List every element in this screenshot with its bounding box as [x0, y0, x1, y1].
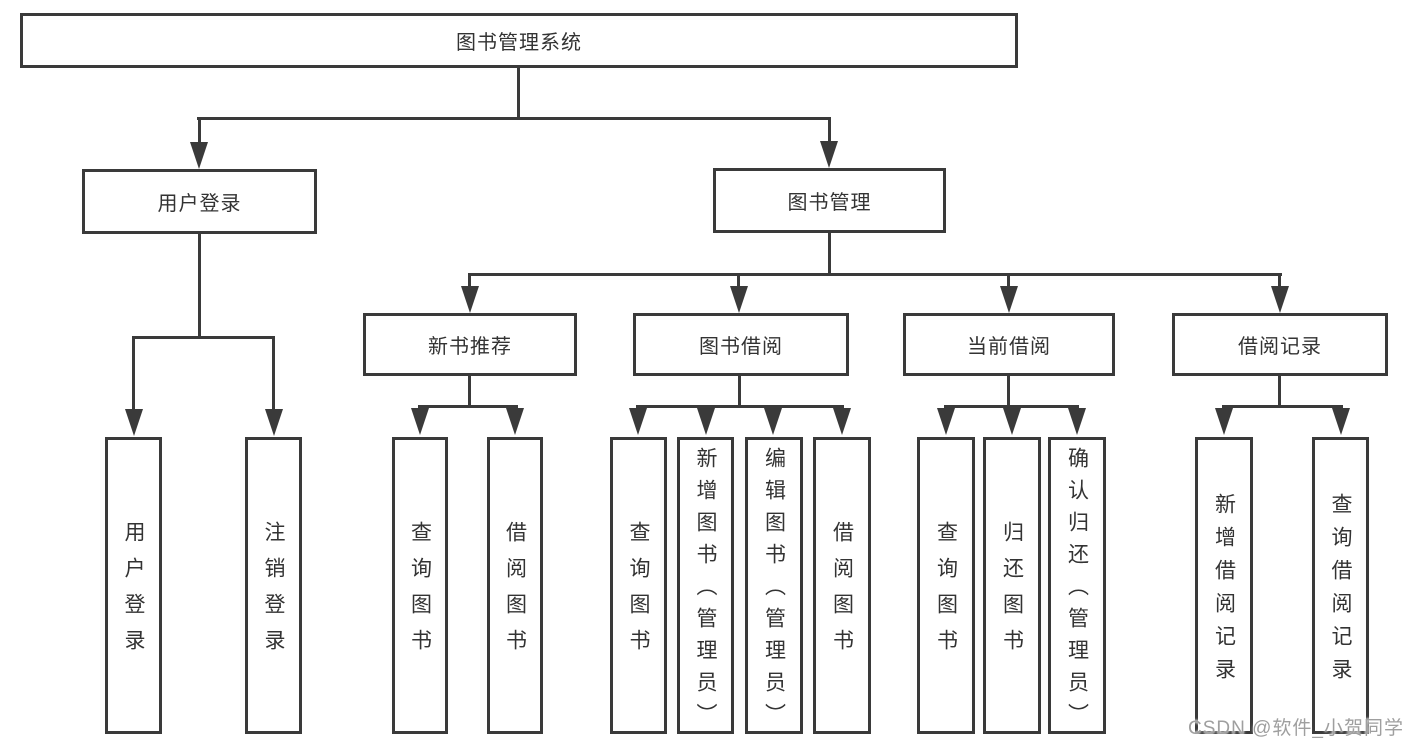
- leaf-label: 用户登录: [122, 521, 145, 665]
- connector-line: [468, 273, 471, 289]
- leaf-borrow-books-recommend: 借阅图书: [487, 437, 543, 734]
- arrowhead-down: [411, 408, 429, 435]
- connector-line: [198, 234, 201, 338]
- leaf-add-borrow-record: 新增借阅记录: [1195, 437, 1253, 734]
- leaf-label: 确认归还（管理员）: [1065, 447, 1089, 735]
- arrowhead-down: [820, 141, 838, 168]
- connector-line: [1007, 376, 1010, 407]
- leaf-label: 新增图书（管理员）: [694, 447, 717, 735]
- arrowhead-down: [1332, 408, 1350, 435]
- leaf-edit-books-admin: 编辑图书（管理员）: [745, 437, 803, 735]
- connector-line: [418, 405, 518, 408]
- leaf-logout: 注销登录: [245, 437, 302, 734]
- connector-line: [1007, 273, 1010, 289]
- leaf-label: 新增借阅记录: [1212, 492, 1236, 691]
- connector-line: [738, 376, 741, 407]
- leaf-label: 查询图书: [408, 521, 432, 665]
- node-book-borrowing: 图书借阅: [633, 313, 849, 376]
- node-book-management: 图书管理: [713, 168, 946, 233]
- leaf-return-books: 归还图书: [983, 437, 1041, 734]
- connector-line: [198, 117, 201, 144]
- leaf-label: 借阅图书: [830, 521, 854, 665]
- arrowhead-down: [1000, 286, 1018, 313]
- leaf-add-books-admin: 新增图书（管理员）: [677, 437, 734, 735]
- connector-line: [1278, 273, 1281, 289]
- node-user-login: 用户登录: [82, 169, 317, 234]
- leaf-user-login: 用户登录: [105, 437, 162, 734]
- connector-line: [197, 117, 831, 120]
- arrowhead-down: [1271, 286, 1289, 313]
- arrowhead-down: [1068, 408, 1086, 435]
- leaf-label: 查询图书: [934, 521, 958, 665]
- node-borrowing-records: 借阅记录: [1172, 313, 1388, 376]
- arrowhead-down: [764, 408, 782, 435]
- leaf-label: 查询图书: [627, 521, 650, 665]
- arrowhead-down: [1215, 408, 1233, 435]
- connector-line: [737, 273, 740, 289]
- leaf-label: 借阅图书: [503, 521, 527, 665]
- arrowhead-down: [125, 409, 143, 436]
- leaf-label: 注销登录: [262, 521, 285, 665]
- leaf-query-borrow-record: 查询借阅记录: [1312, 437, 1369, 734]
- arrowhead-down: [697, 408, 715, 435]
- node-current-borrowing: 当前借阅: [903, 313, 1115, 376]
- node-library-management-system: 图书管理系统: [20, 13, 1018, 68]
- connector-line: [132, 336, 275, 339]
- leaf-borrow-books-borrowing: 借阅图书: [813, 437, 871, 734]
- leaf-query-books-recommend: 查询图书: [392, 437, 448, 734]
- arrowhead-down: [937, 408, 955, 435]
- connector-line: [517, 68, 520, 118]
- leaf-label: 归还图书: [1000, 521, 1024, 665]
- arrowhead-down: [506, 408, 524, 435]
- connector-line: [468, 376, 471, 407]
- node-new-book-recommend: 新书推荐: [363, 313, 577, 376]
- leaf-query-books-current: 查询图书: [917, 437, 975, 734]
- connector-line: [1222, 405, 1343, 408]
- connector-line: [828, 233, 831, 275]
- arrowhead-down: [833, 408, 851, 435]
- arrowhead-down: [190, 142, 208, 169]
- leaf-label: 查询借阅记录: [1329, 492, 1352, 691]
- connector-line: [828, 117, 831, 144]
- csdn-watermark: CSDN @软件_小贺同学: [1188, 718, 1404, 739]
- arrowhead-down: [1003, 408, 1021, 435]
- connector-line: [944, 405, 1079, 408]
- connector-line: [132, 336, 135, 410]
- arrowhead-down: [461, 286, 479, 313]
- arrowhead-down: [730, 286, 748, 313]
- leaf-query-books-borrowing: 查询图书: [610, 437, 667, 734]
- connector-line: [272, 336, 275, 410]
- arrowhead-down: [265, 409, 283, 436]
- arrowhead-down: [629, 408, 647, 435]
- connector-line: [636, 405, 844, 408]
- leaf-label: 编辑图书（管理员）: [762, 447, 786, 735]
- leaf-confirm-return-admin: 确认归还（管理员）: [1048, 437, 1106, 735]
- connector-line: [468, 273, 1282, 276]
- connector-line: [1278, 376, 1281, 407]
